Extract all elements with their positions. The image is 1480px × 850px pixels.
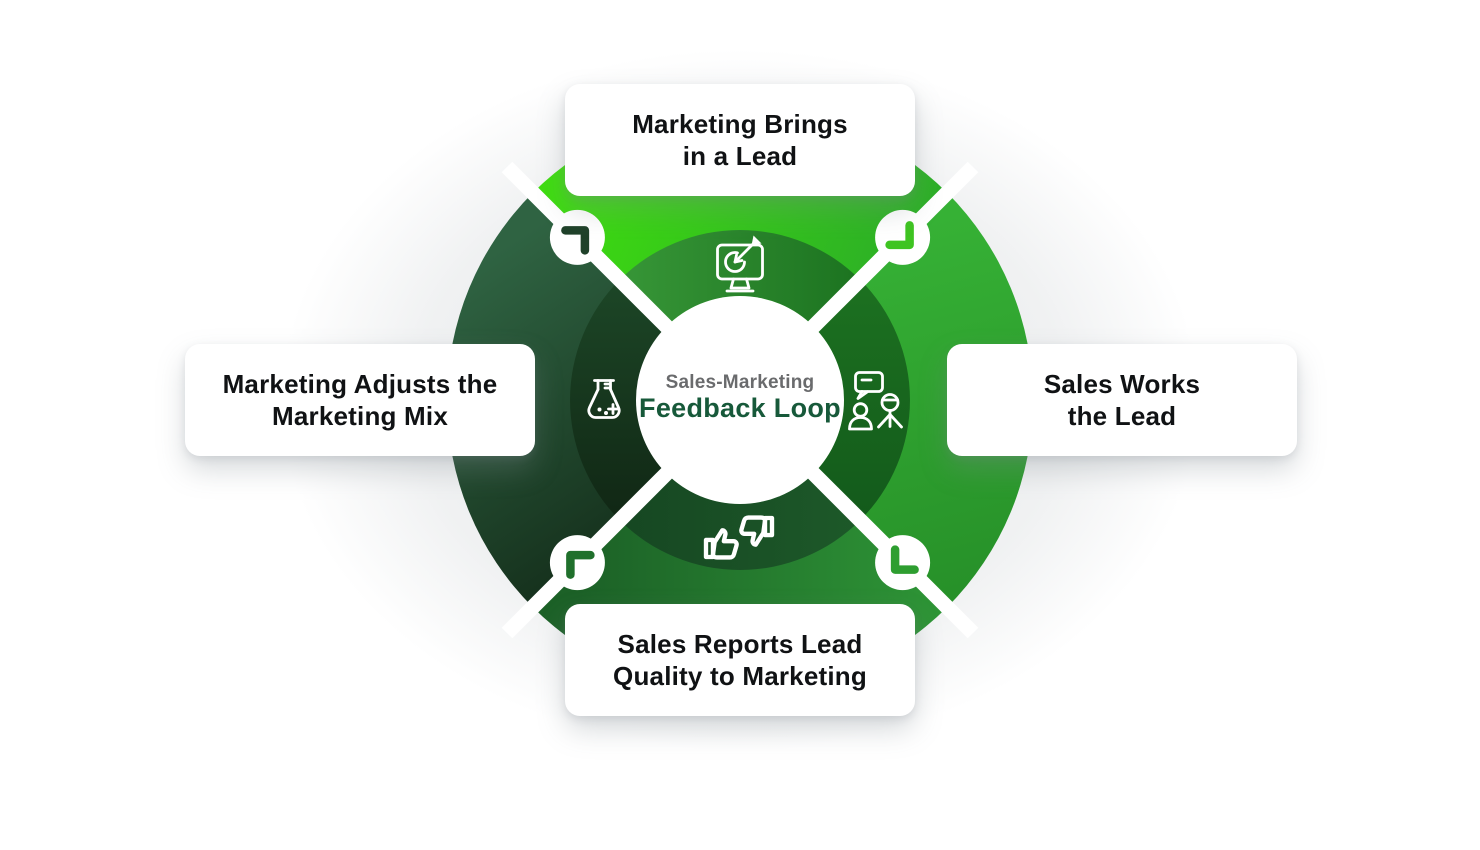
elbow-arrow-icon (890, 545, 919, 574)
corner-circle (549, 535, 605, 591)
step-label-line: Marketing Adjusts the (222, 368, 498, 399)
conversation-icon (848, 371, 903, 431)
elbow-arrow-icon (561, 226, 590, 255)
step-card-sales-works-lead: Sales Works the Lead (947, 344, 1297, 456)
center-title: Feedback Loop (639, 393, 841, 423)
center-subtitle: Sales-Marketing (666, 372, 815, 393)
step-label-line: Sales Works (1043, 368, 1201, 399)
corner-circle (549, 209, 605, 265)
step-label-line: the Lead (1067, 401, 1177, 431)
step-label-line: in a Lead (682, 141, 798, 171)
corner-arrow-top-right (875, 209, 931, 265)
step-label-line: Marketing Mix (272, 401, 448, 431)
computer-target-icon (716, 235, 764, 293)
corner-circle (875, 209, 931, 265)
step-card-marketing-adjusts-mix: Marketing Adjusts the Marketing Mix (185, 344, 535, 456)
ring-bottom (619, 473, 861, 570)
ring-left (570, 279, 667, 521)
inner-ring (570, 230, 910, 570)
step-label-line: Quality to Marketing (613, 661, 867, 691)
step-card-marketing-brings-lead: Marketing Brings in a Lead (565, 84, 915, 196)
corner-circle (875, 535, 931, 591)
page: { "diagram": { "center_label": { "subtit… (150, 0, 1330, 850)
step-card-sales-reports-quality: Sales Reports Lead Quality to Marketing (565, 604, 915, 716)
elbow-arrow-icon (566, 550, 595, 579)
corner-arrow-top-left (549, 209, 605, 265)
elbow-arrow-icon (885, 221, 914, 250)
corner-arrow-bottom-right (875, 535, 931, 591)
step-label-line: Sales Reports Lead (617, 628, 863, 659)
corner-arrow-bottom-left (549, 535, 605, 591)
center-circle (636, 296, 844, 504)
ring-right (813, 279, 910, 521)
flask-icon (587, 379, 621, 419)
step-label-line: Marketing Brings (632, 108, 848, 139)
